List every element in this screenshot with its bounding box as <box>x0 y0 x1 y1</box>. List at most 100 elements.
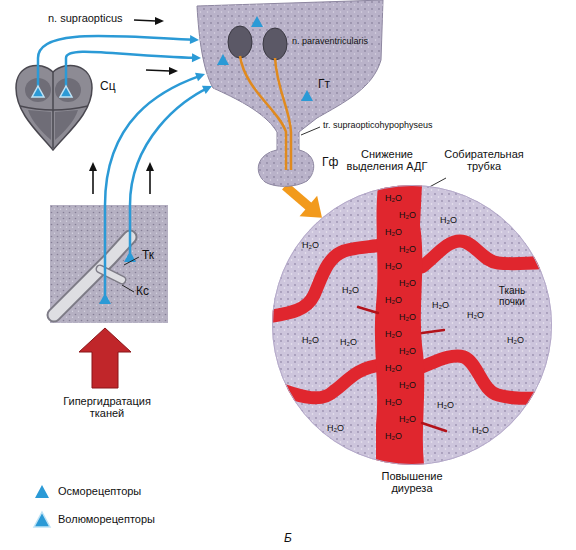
illustration-polygon <box>89 162 97 171</box>
illustration-polygon <box>169 67 178 75</box>
arrow-head <box>190 35 199 44</box>
illustration-svg <box>8 58 126 158</box>
direction-arrow <box>89 17 178 194</box>
caption-label: Гипергидратация тканей <box>55 395 159 420</box>
illustration-line <box>301 127 320 135</box>
illustration-path <box>20 106 88 110</box>
illustration-line <box>124 257 139 265</box>
connector <box>38 35 201 62</box>
illustration-line <box>37 58 40 86</box>
node-label: Гф <box>322 156 338 169</box>
caption-label: Б <box>284 532 292 545</box>
illustration-path <box>282 365 382 398</box>
water-label: H₂O <box>385 261 402 271</box>
node-label: Тк <box>142 249 154 262</box>
node-label: Ткань почки <box>490 285 534 307</box>
illustration-svg <box>195 0 385 186</box>
illustration-line <box>146 70 170 71</box>
illustration-ellipse <box>263 28 287 60</box>
illustration-polygon <box>217 54 229 65</box>
water-label: H₂O <box>342 285 359 295</box>
illustration-svg <box>50 205 168 323</box>
legend-label: Волюморецепторы <box>58 513 155 525</box>
arrow-head <box>192 53 201 62</box>
illustration-path <box>16 65 92 150</box>
illustration-polygon <box>32 86 44 97</box>
illustration-rect <box>272 185 552 465</box>
water-label: H₂O <box>472 425 489 435</box>
illustration-rect <box>272 185 552 465</box>
water-label: H₂O <box>437 400 454 410</box>
connector-line <box>130 88 207 205</box>
illustration-line <box>65 58 68 86</box>
water-label: H₂O <box>385 397 402 407</box>
illustration-polygon <box>60 86 72 97</box>
connector-line <box>38 36 194 58</box>
illustration-path <box>275 58 291 170</box>
hypothalamus-shape: n. paraventricularisГтtr. supraopticohyp… <box>195 0 385 186</box>
illustration-path <box>54 237 130 315</box>
water-label: H₂O <box>399 244 416 254</box>
illustration-path <box>267 245 382 317</box>
tissue-box: ТкКс <box>50 205 168 323</box>
node-label: Кс <box>136 285 149 298</box>
illustration-path <box>55 110 78 140</box>
illustration-ellipse <box>55 78 81 102</box>
caption-label: Снижение выделения АДГ <box>344 148 430 173</box>
connector-line <box>105 76 200 205</box>
water-label: H₂O <box>385 227 402 237</box>
illustration-path <box>54 237 130 315</box>
water-label: H₂O <box>399 312 416 322</box>
water-label: H₂O <box>467 310 484 320</box>
node-label: tr. supraopticohypophyseus <box>323 120 433 130</box>
illustration-path <box>422 423 446 431</box>
connector-line <box>66 52 196 58</box>
legend-label: Осморецепторы <box>58 485 141 497</box>
illustration-polygon <box>146 162 154 171</box>
water-label: H₂O <box>399 346 416 356</box>
illustration-g <box>267 185 562 465</box>
illustration-rect <box>50 205 168 323</box>
illustration-path <box>240 56 286 170</box>
kidney-circle: Собирательная трубкаТкань почкиH₂OH₂OH₂O… <box>272 185 552 465</box>
illustration-line <box>122 285 134 292</box>
node-label: Сц <box>100 80 116 93</box>
water-label: H₂O <box>399 210 416 220</box>
illustration-path <box>197 0 383 186</box>
illustration-ellipse <box>228 26 252 58</box>
node-label: Гт <box>318 78 330 91</box>
volumoreceptor-symbol <box>34 512 50 527</box>
water-label: H₂O <box>507 335 524 345</box>
heart-shape: Сц <box>8 58 126 158</box>
water-label: H₂O <box>385 193 402 203</box>
water-label: H₂O <box>302 240 319 250</box>
illustration-path <box>100 269 122 280</box>
illustration-path <box>358 307 378 313</box>
arrow-head <box>195 73 205 81</box>
caption-label: n. supraopticus <box>48 12 123 24</box>
illustration-line <box>129 205 132 253</box>
illustration-polygon <box>99 293 111 304</box>
water-label: H₂O <box>340 337 357 347</box>
illustration-line <box>134 20 156 21</box>
osmoreceptor-symbol <box>35 485 49 498</box>
illustration-polygon <box>155 17 164 25</box>
water-label: H₂O <box>399 414 416 424</box>
illustration-path <box>197 0 383 186</box>
illustration-polygon <box>301 90 313 101</box>
arrow-head <box>202 86 212 94</box>
illustration-line <box>104 205 107 295</box>
illustration-line <box>149 170 151 194</box>
water-label: H₂O <box>385 329 402 339</box>
water-label: H₂O <box>327 423 344 433</box>
hyperhydration-arrow <box>79 328 131 388</box>
illustration-rect <box>50 205 168 323</box>
water-label: H₂O <box>385 363 402 373</box>
node-label: n. paraventricularis <box>292 36 368 46</box>
node-label: Собирательная трубка <box>440 148 528 173</box>
illustration-g <box>358 307 446 431</box>
caption-label: Повышение диуреза <box>375 470 449 495</box>
water-label: H₂O <box>385 431 402 441</box>
water-label: H₂O <box>440 215 457 225</box>
